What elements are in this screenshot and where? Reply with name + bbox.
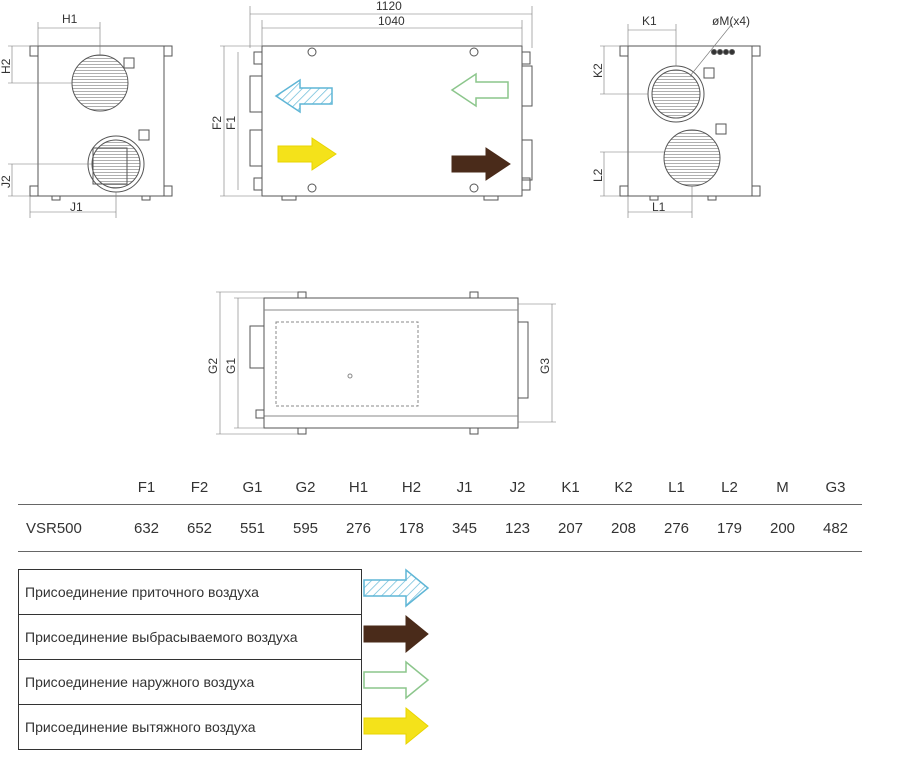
table-header-cell: K1 <box>561 478 580 496</box>
extract-arrow-icon <box>363 706 429 746</box>
table-header-cell: J2 <box>509 478 526 496</box>
front-exhaust-arrow-icon <box>451 147 511 181</box>
dimensions-table: F1 F2 G1 G2 H1 H2 J1 J2 K1 K2 L1 L2 M G3… <box>18 470 862 552</box>
right-side-view <box>600 23 761 218</box>
dim-k1-label: K1 <box>642 14 657 28</box>
legend-label: Присоединение выбрасываемого воздуха <box>18 614 362 660</box>
table-header-cell: G2 <box>295 478 316 496</box>
dim-m-label: øM(x4) <box>712 14 750 28</box>
table-header-cell: M <box>776 478 789 496</box>
legend-item: Присоединение выбрасываемого воздуха <box>18 614 362 660</box>
table-header-cell: G1 <box>242 478 263 496</box>
table-header-cell: G3 <box>825 478 846 496</box>
left-side-view <box>8 22 173 218</box>
table-header-row: F1 F2 G1 G2 H1 H2 J1 J2 K1 K2 L1 L2 M G3 <box>18 470 862 505</box>
dim-g3-label: G3 <box>538 358 552 374</box>
dim-g2-label: G2 <box>206 358 220 374</box>
top-view <box>216 291 556 435</box>
outdoor-arrow-icon <box>363 660 430 700</box>
table-header-cell: L2 <box>721 478 738 496</box>
dim-k2-label: K2 <box>591 63 605 78</box>
legend-label: Присоединение приточного воздуха <box>18 569 362 615</box>
technical-drawings: H1 H2 J1 J2 1120 1040 F2 F1 <box>0 0 761 435</box>
dim-1120-label: 1120 <box>376 0 402 13</box>
front-extract-arrow-icon <box>277 137 337 171</box>
table-cell: 652 <box>173 504 226 552</box>
table-cell: 179 <box>703 504 756 552</box>
dim-j2-label: J2 <box>0 175 13 188</box>
table-cell: 178 <box>385 504 438 552</box>
table-row: VSR500 632 652 551 595 276 178 345 123 2… <box>18 504 862 552</box>
table-cell: 482 <box>809 504 862 552</box>
table-cell: 208 <box>597 504 650 552</box>
table-header-cell: H1 <box>348 478 369 496</box>
supply-arrow-icon <box>363 568 430 608</box>
table-cell: 595 <box>279 504 332 552</box>
dim-l1-label: L1 <box>652 200 666 214</box>
table-cell: 207 <box>544 504 597 552</box>
airflow-legend: Присоединение приточного воздуха Присоед… <box>18 569 362 750</box>
front-supply-arrow-icon <box>274 78 333 114</box>
table-cell: 123 <box>491 504 544 552</box>
exhaust-arrow-icon <box>363 614 429 654</box>
dim-g1-label: G1 <box>224 358 238 374</box>
table-cell: 632 <box>120 504 173 552</box>
table-cell: 276 <box>332 504 385 552</box>
dim-f1-label: F1 <box>224 116 238 130</box>
dim-h1-label: H1 <box>62 12 78 26</box>
table-cell-model: VSR500 <box>18 504 120 552</box>
table-cell: 345 <box>438 504 491 552</box>
legend-item: Присоединение наружного воздуха <box>18 659 362 705</box>
legend-item: Присоединение приточного воздуха <box>18 569 362 615</box>
front-outdoor-arrow-icon <box>450 72 509 108</box>
table-header-cell <box>18 470 120 505</box>
legend-label: Присоединение наружного воздуха <box>18 659 362 705</box>
table-header-cell: K2 <box>614 478 633 496</box>
dim-l2-label: L2 <box>591 168 605 182</box>
legend-arrows <box>363 568 430 746</box>
dim-1040-label: 1040 <box>378 14 405 28</box>
table-cell: 200 <box>756 504 809 552</box>
dim-h2-label: H2 <box>0 58 13 74</box>
legend-item: Присоединение вытяжного воздуха <box>18 704 362 750</box>
table-header-cell: F2 <box>190 478 209 496</box>
table-header-cell: J1 <box>456 478 473 496</box>
dim-j1-label: J1 <box>70 200 83 214</box>
table-cell: 276 <box>650 504 703 552</box>
table-cell: 551 <box>226 504 279 552</box>
table-header-cell: L1 <box>668 478 685 496</box>
table-header-cell: H2 <box>401 478 422 496</box>
table-header-cell: F1 <box>137 478 156 496</box>
dim-f2-label: F2 <box>210 116 224 130</box>
legend-label: Присоединение вытяжного воздуха <box>18 704 362 750</box>
